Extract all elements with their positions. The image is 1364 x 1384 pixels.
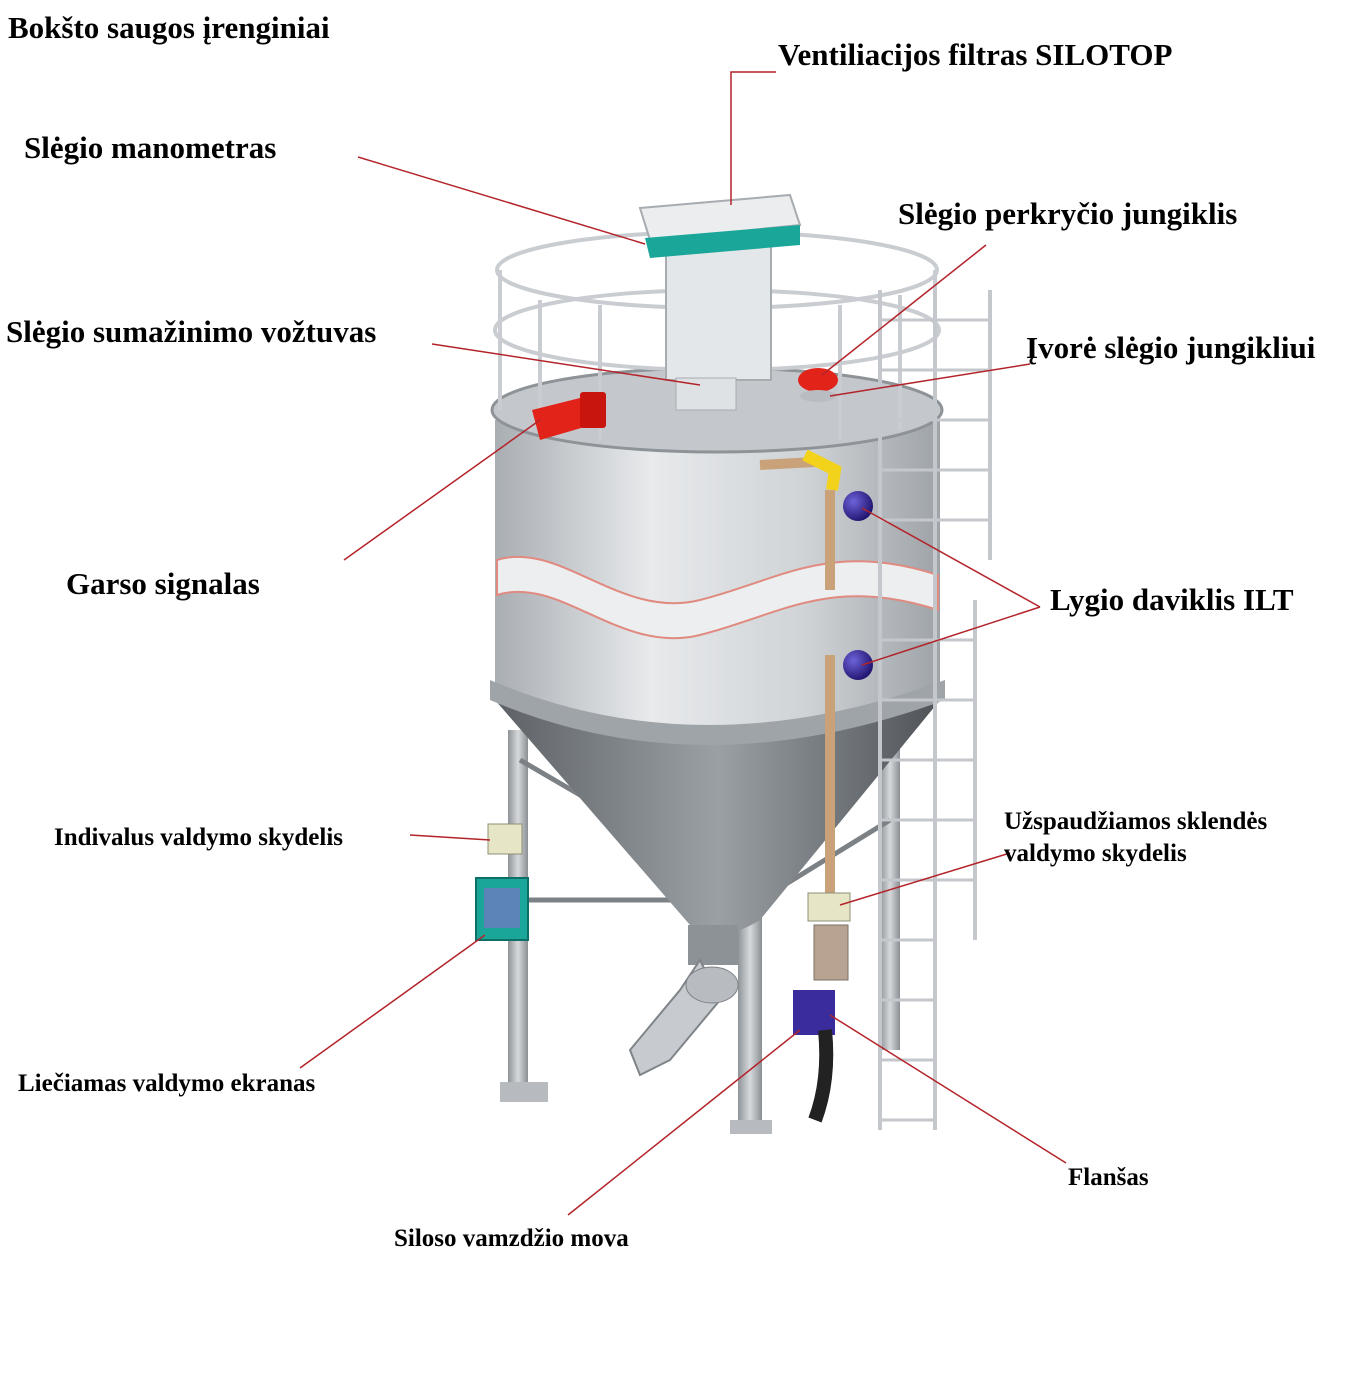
label-ventilation-filter: Ventiliacijos filtras SILOTOP	[778, 37, 1173, 72]
ladder-rungs	[880, 318, 990, 1122]
label-individual-panel: Indivalus valdymo skydelis	[54, 824, 343, 851]
leader-level-lower	[861, 606, 1041, 666]
silotop-filter	[638, 193, 802, 411]
leader-sound-signal	[343, 419, 541, 561]
level-sensor-lower	[825, 650, 873, 900]
leader-ventilation-filter	[730, 71, 776, 205]
label-switch-socket: Įvorė slėgio jungikliui	[1026, 330, 1316, 365]
discharge-screw	[628, 925, 739, 1077]
side-ladder	[878, 290, 992, 1130]
leader-pressure-gauge	[357, 156, 646, 245]
leader-flange	[829, 1014, 1067, 1164]
individual-panel-box	[487, 823, 523, 855]
label-clamp-valve-panel-line1: Užspaudžiamos sklendės	[1004, 808, 1268, 835]
leader-switch-socket	[829, 363, 1031, 397]
label-clamp-valve-panel-line2: valdymo skydelis	[1004, 840, 1187, 867]
leader-touch-screen	[299, 934, 486, 1069]
overpressure-switch-cap	[798, 368, 838, 392]
level-sensor-upper	[759, 449, 873, 590]
label-pressure-gauge: Slėgio manometras	[24, 130, 277, 165]
label-pipe-coupling: Siloso vamzdžio mova	[394, 1225, 629, 1252]
label-relief-valve: Slėgio sumažinimo vožtuvas	[6, 314, 377, 349]
touch-screen-device	[475, 877, 529, 941]
label-flange: Flanšas	[1068, 1164, 1149, 1191]
leader-clamp-valve-panel	[839, 852, 1011, 906]
leader-level-upper	[861, 507, 1041, 608]
page-title: Bokšto saugos įrenginiai	[8, 10, 330, 45]
label-overpressure-switch: Slėgio perkryčio jungiklis	[898, 196, 1238, 231]
leader-overpressure-switch	[821, 244, 987, 376]
label-sound-signal: Garso signalas	[66, 566, 260, 601]
label-level-sensor: Lygio daviklis ILT	[1050, 582, 1294, 617]
leader-individual-panel	[409, 834, 491, 841]
switch-socket	[800, 390, 836, 402]
clamp-valve-panel-box	[807, 892, 851, 922]
leader-relief-valve	[431, 343, 701, 386]
leader-pipe-coupling	[567, 1029, 801, 1216]
sound-signal-horn	[532, 392, 606, 440]
label-touch-screen: Liečiamas valdymo ekranas	[18, 1070, 316, 1097]
leader-lines	[299, 71, 1067, 1216]
pinch-valve	[793, 924, 849, 1123]
